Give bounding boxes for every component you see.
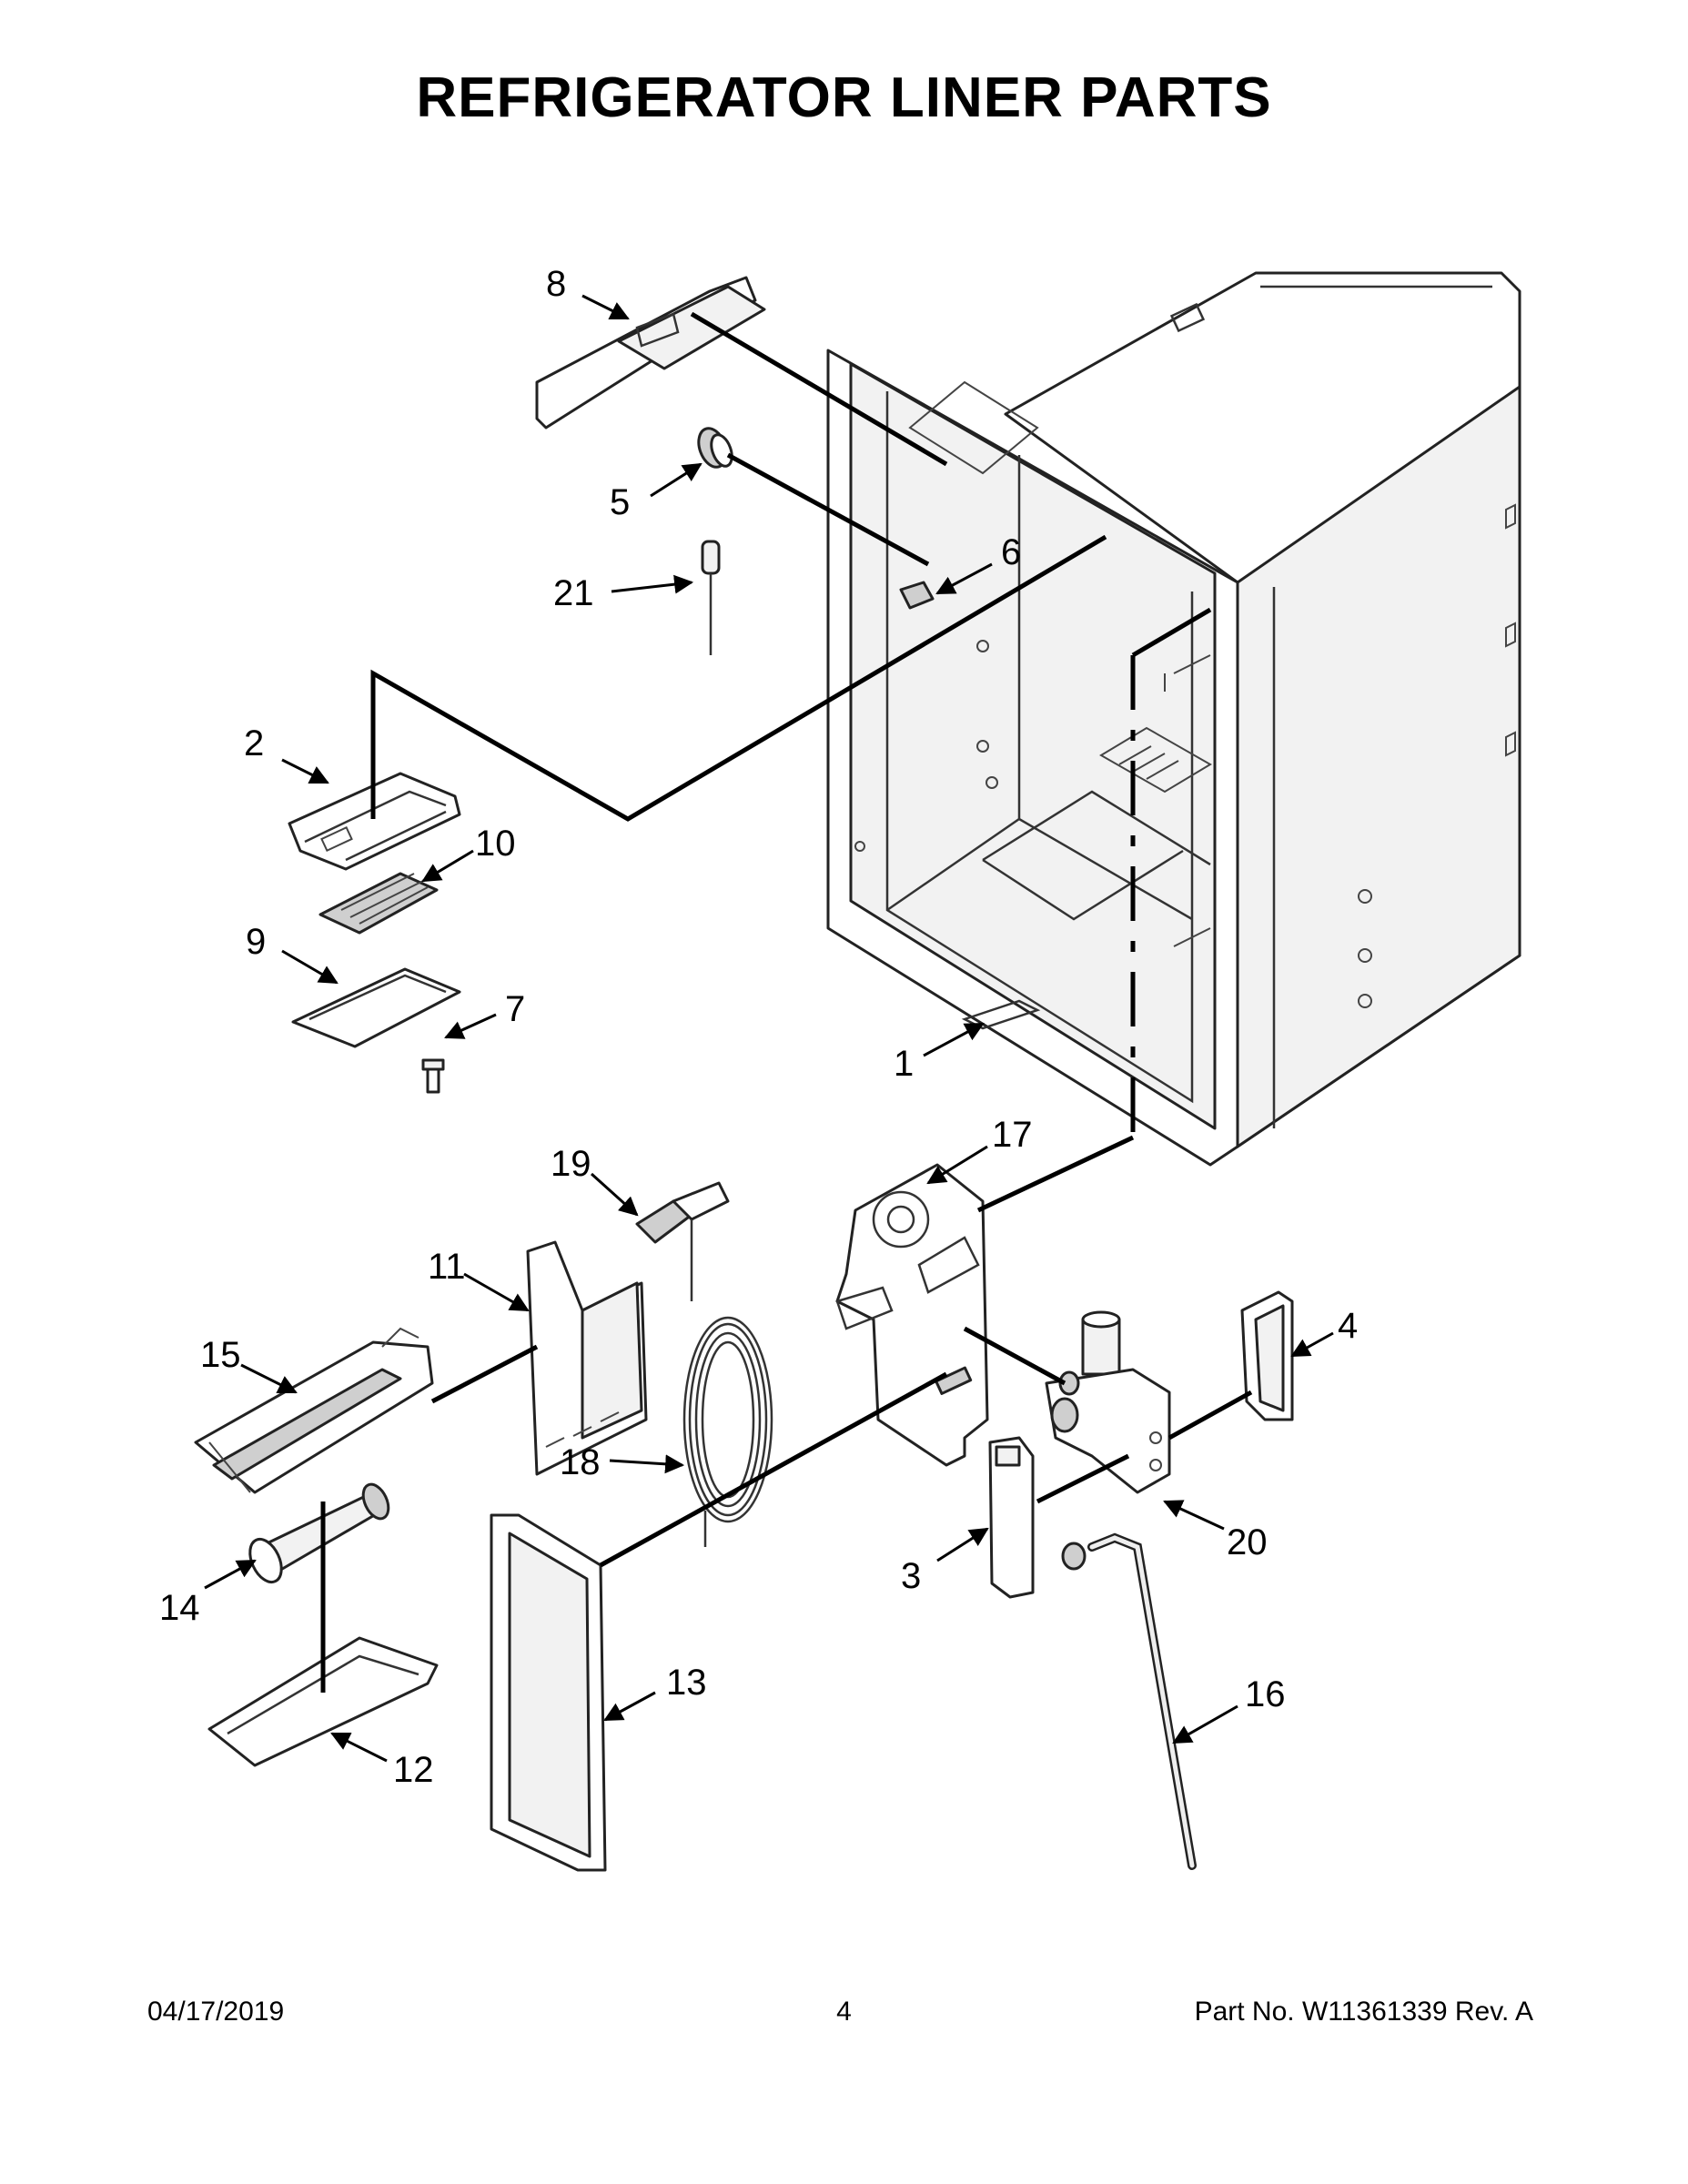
callout-7: 7 (505, 989, 525, 1029)
bracket-part-11 (526, 1240, 648, 1476)
water-valve-part-20 (1045, 1310, 1171, 1494)
filter-door-part-12 (207, 1636, 439, 1767)
sensor-part-19 (635, 1181, 730, 1301)
cover-panel-part-13 (490, 1513, 607, 1872)
harness-part-18 (682, 1316, 773, 1547)
callout-5: 5 (610, 482, 630, 522)
callout-9: 9 (246, 922, 266, 962)
light-housing-part-2 (288, 772, 461, 871)
screw-part-7 (421, 1058, 445, 1094)
callout-14: 14 (159, 1588, 200, 1628)
duct-cover-part-8 (535, 276, 766, 430)
liner-part-1 (826, 271, 1521, 1167)
thermistor-part-21 (701, 540, 721, 655)
callout-labels: 8 5 6 21 2 10 9 7 1 19 17 11 4 15 18 3 2… (159, 264, 1358, 1790)
callout-3: 3 (901, 1556, 921, 1596)
callout-21: 21 (553, 573, 594, 613)
lens-cover-part-9 (291, 967, 461, 1048)
callout-8: 8 (546, 264, 566, 304)
callout-leaders (204, 294, 1334, 1763)
footer-part-number: Part No. W11361339 Rev. A (1194, 1997, 1533, 2027)
callout-2: 2 (244, 723, 264, 763)
callout-10: 10 (475, 824, 516, 864)
callout-12: 12 (393, 1750, 434, 1790)
clip-part-3 (988, 1436, 1035, 1599)
callout-20: 20 (1227, 1522, 1268, 1562)
housing-part-17 (835, 1163, 989, 1467)
page-title: REFRIGERATOR LINER PARTS (416, 66, 1272, 129)
callout-1: 1 (894, 1044, 914, 1084)
callout-15: 15 (200, 1335, 241, 1375)
callout-13: 13 (666, 1663, 707, 1703)
led-board-part-10 (318, 872, 439, 935)
damper-part-5 (697, 427, 733, 469)
callout-11: 11 (428, 1247, 466, 1287)
footer-page-number: 4 (836, 1997, 852, 2027)
filter-cartridge-part-14 (248, 1482, 390, 1584)
callout-19: 19 (551, 1144, 591, 1184)
callout-17: 17 (992, 1115, 1033, 1155)
callout-16: 16 (1245, 1674, 1286, 1714)
callout-18: 18 (560, 1442, 601, 1482)
filter-head-part-15 (194, 1327, 434, 1494)
connection-lines (320, 311, 1253, 1693)
water-tube-part-16 (1061, 1532, 1197, 1870)
footer-date: 04/17/2019 (147, 1997, 285, 2027)
callout-4: 4 (1338, 1306, 1358, 1346)
bracket-part-4 (1240, 1290, 1294, 1421)
callout-6: 6 (1001, 532, 1021, 572)
clip-part-6 (899, 581, 935, 610)
